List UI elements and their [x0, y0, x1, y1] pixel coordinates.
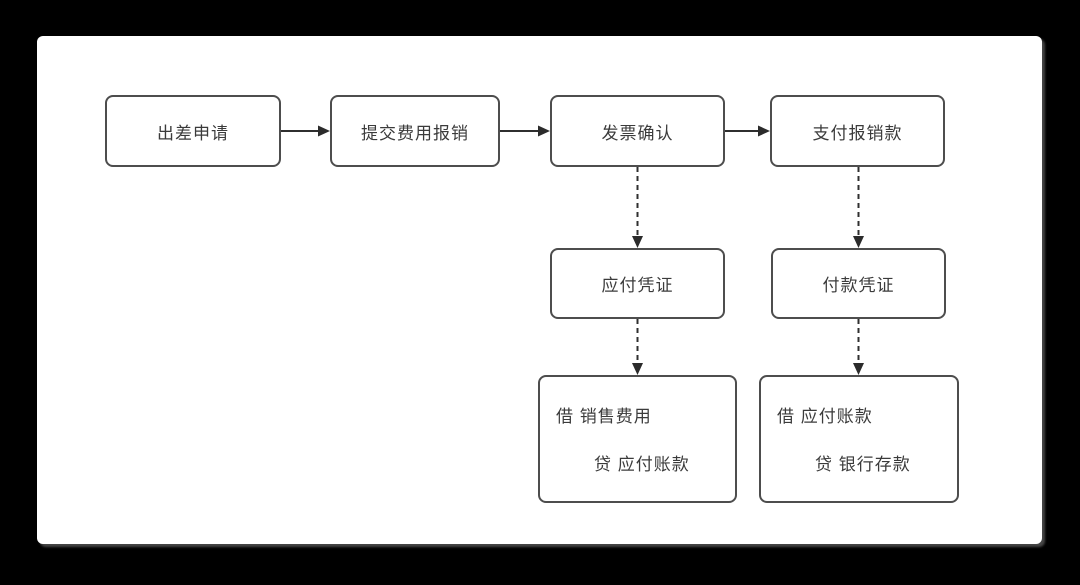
edge-layer [281, 125, 864, 375]
journal-credit-line: 贷 应付账款 [594, 455, 690, 474]
journal-credit-line: 贷 银行存款 [815, 455, 911, 474]
node-pay-reimbursement: 支付报销款 [770, 95, 945, 167]
node-payment-voucher: 付款凭证 [771, 248, 946, 319]
arrow-trip-to-submit [281, 125, 330, 137]
arrow-invoice-to-pay [725, 125, 770, 137]
node-journal-entry-expense: 借 销售费用 贷 应付账款 [538, 375, 737, 503]
diagram-canvas: 出差申请 提交费用报销 发票确认 支付报销款 应付凭证 付款凭证 借 销售费用 … [37, 36, 1042, 544]
journal-debit-line: 借 应付账款 [777, 407, 873, 426]
journal-debit-line: 借 销售费用 [556, 407, 652, 426]
arrow-submit-to-invoice [500, 125, 550, 137]
node-business-trip-request: 出差申请 [105, 95, 281, 167]
arrow-pay-to-payment-voucher [853, 167, 864, 248]
node-journal-entry-payment: 借 应付账款 贷 银行存款 [759, 375, 959, 503]
node-invoice-confirmation: 发票确认 [550, 95, 725, 167]
node-payable-voucher: 应付凭证 [550, 248, 725, 319]
node-submit-expense-claim: 提交费用报销 [330, 95, 500, 167]
arrow-payment-voucher-to-journal [853, 319, 864, 375]
arrow-payable-voucher-to-journal [632, 319, 643, 375]
arrow-invoice-to-payable-voucher [632, 167, 643, 248]
